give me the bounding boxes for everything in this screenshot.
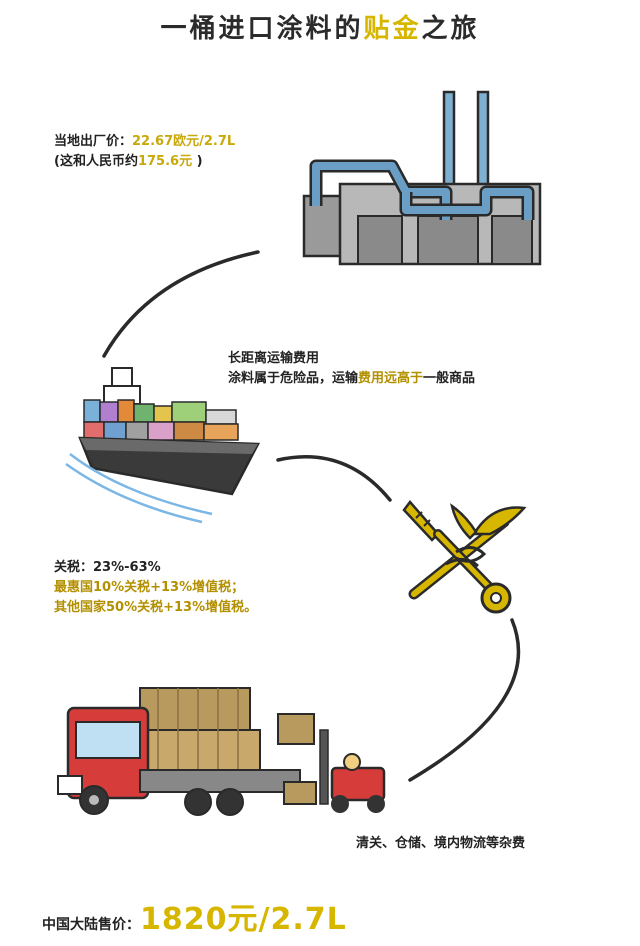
final-price: 中国大陆售价：1820元/2.7L (42, 902, 347, 937)
cargo-ship-illustration (65, 367, 261, 524)
page-title: 一桶进口涂料的贴金之旅 (160, 14, 480, 44)
factory-illustration (302, 90, 542, 266)
truck-forklift-illustration (57, 687, 386, 816)
factory-price-text: 当地出厂价：22.67欧元/2.7L (这和人民币约175.6元 ) (54, 134, 236, 170)
tariff-text: 关税：23%-63% 最惠国10%关税+13%增值税； 其他国家50%关税+13… (54, 560, 258, 616)
shipping-cost-text: 长距离运输费用 涂料属于危险品，运输费用远高于一般商品 (228, 351, 476, 387)
customs-emblem-icon (402, 500, 527, 614)
misc-fees-text: 清关、仓储、境内物流等杂费 (356, 836, 526, 851)
